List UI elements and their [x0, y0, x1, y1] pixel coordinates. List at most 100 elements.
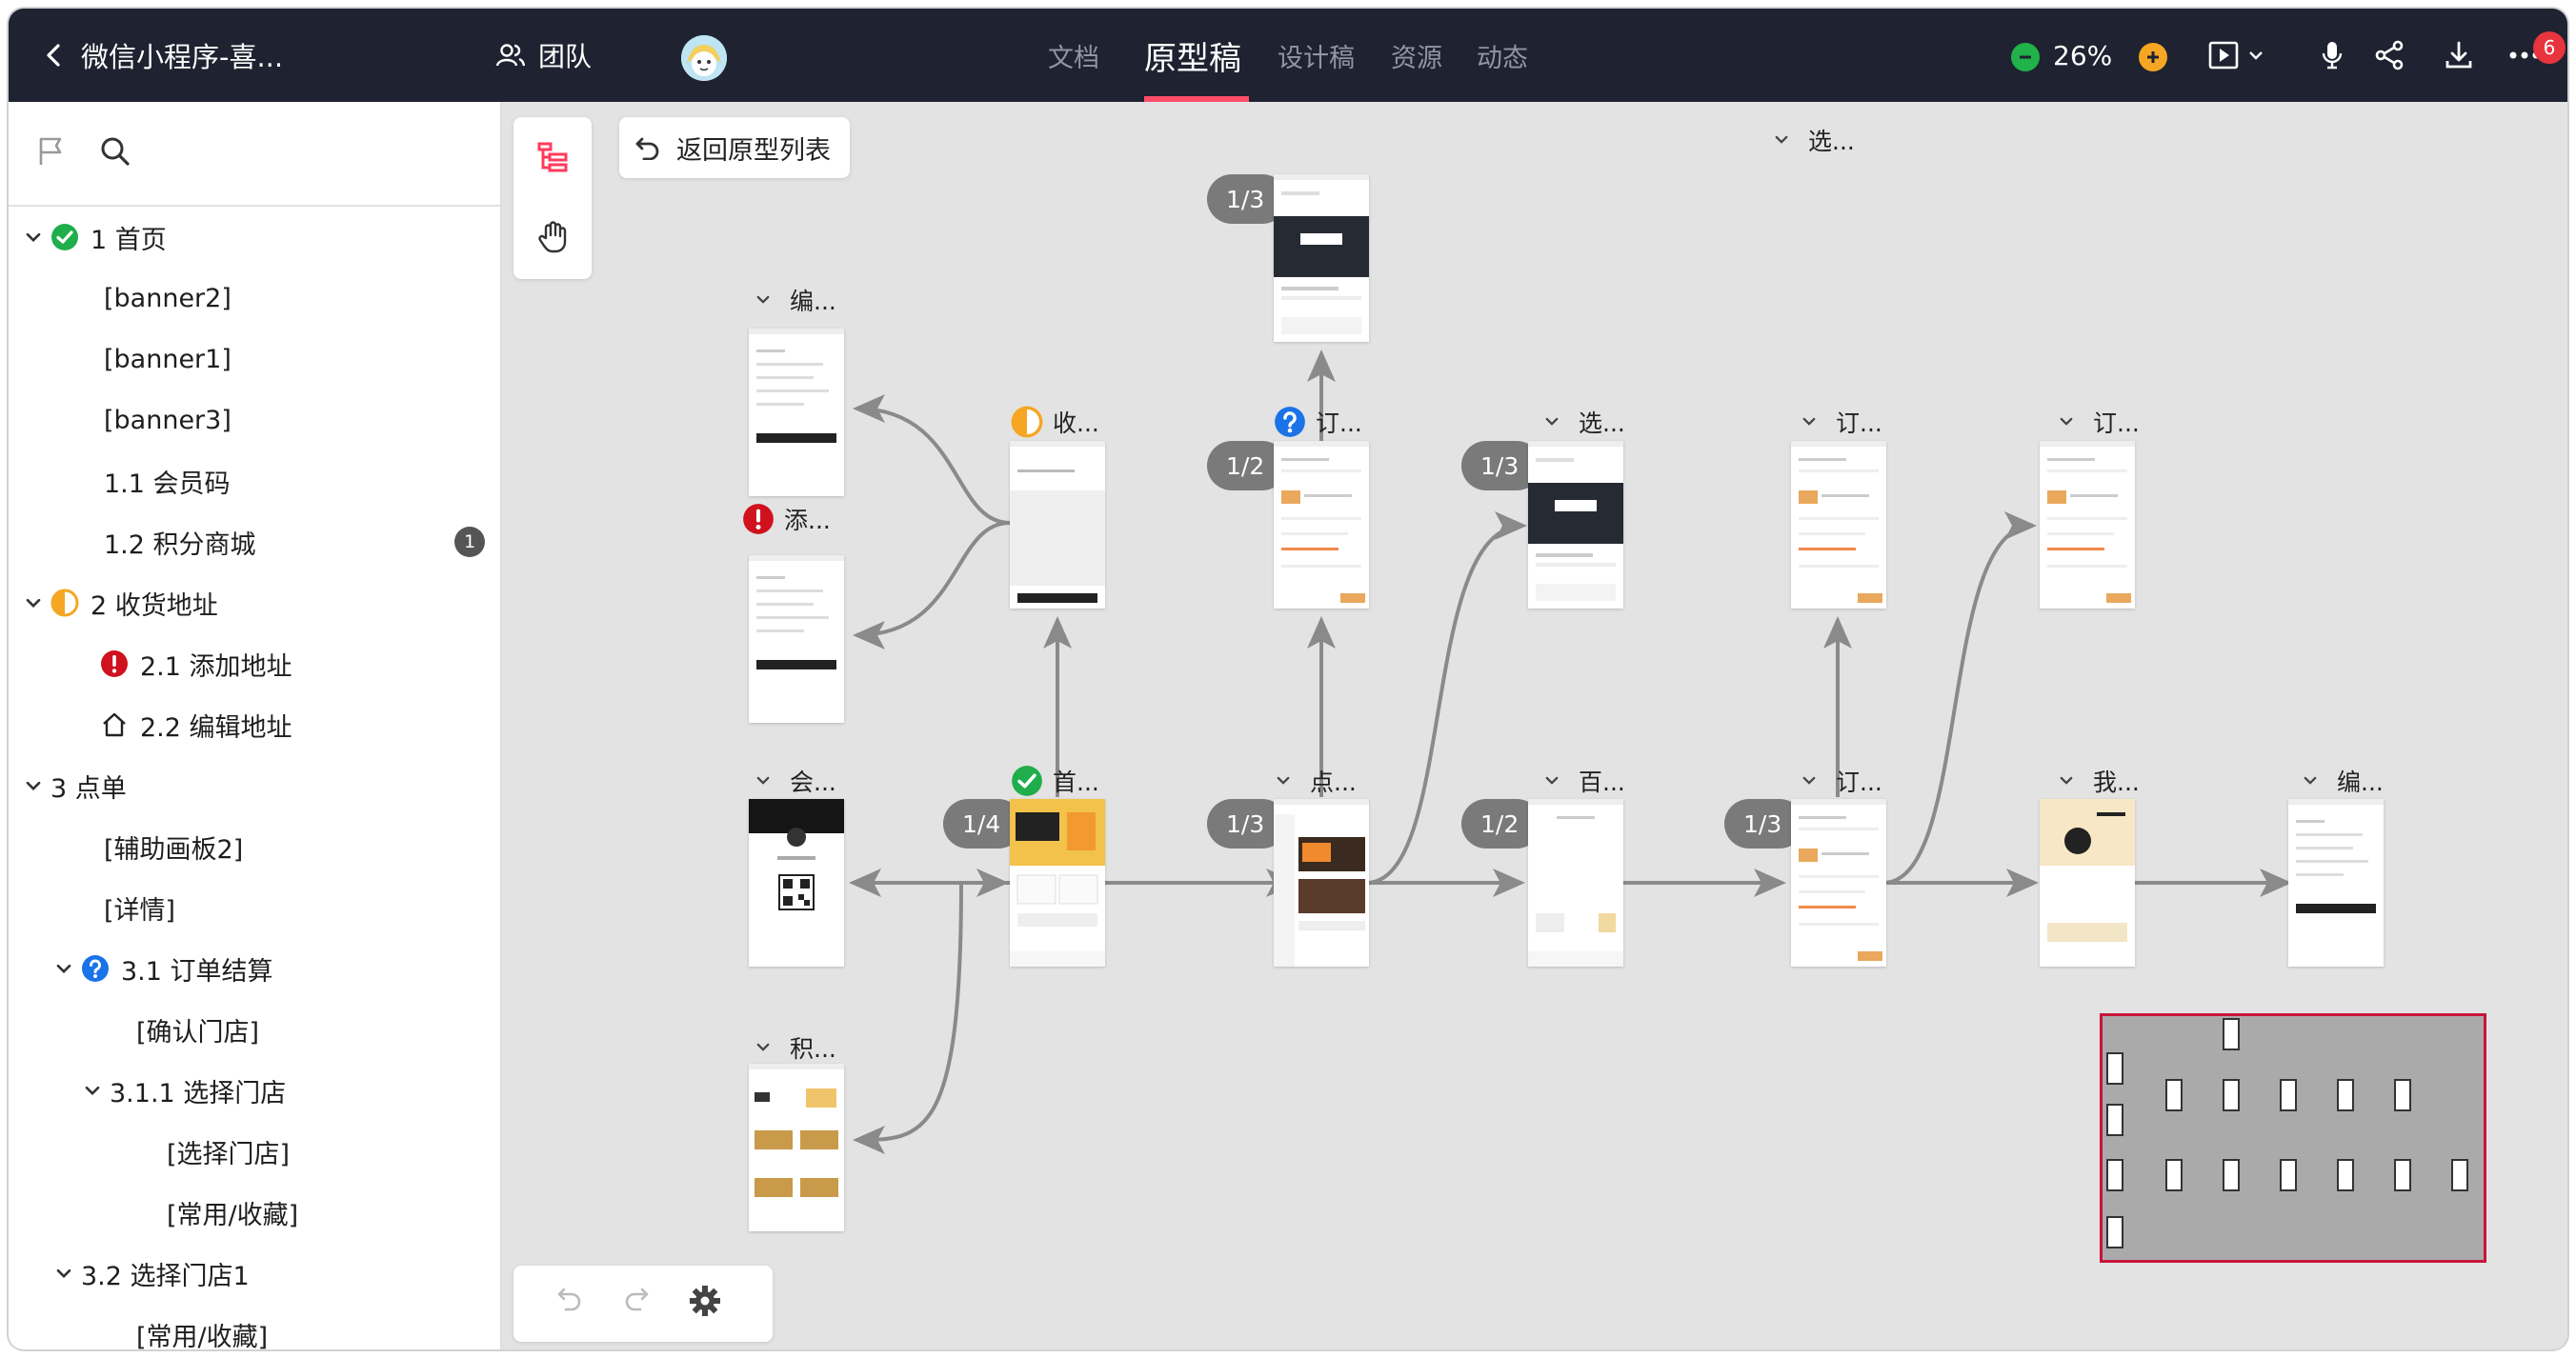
page-node-label[interactable]: 收... — [1011, 405, 1099, 439]
chevron-down-icon[interactable] — [52, 964, 75, 973]
chevron-down-icon[interactable] — [754, 295, 773, 305]
page-node-label[interactable]: 选... — [1772, 123, 1855, 157]
chevron-down-icon[interactable] — [1800, 417, 1819, 427]
tree-item[interactable]: [详情] — [9, 877, 500, 938]
tree-item[interactable]: [常用/收藏] — [9, 1182, 500, 1243]
settings-button[interactable] — [689, 1285, 721, 1321]
page-node-label[interactable]: 会... — [754, 764, 836, 798]
back-to-prototype-list-button[interactable]: 返回原型列表 — [619, 117, 850, 178]
tab-resources[interactable]: 资源 — [1391, 43, 1442, 73]
chevron-down-icon[interactable] — [22, 232, 45, 242]
tree-item[interactable]: [选择门店] — [9, 1121, 500, 1182]
chevron-down-icon[interactable] — [2057, 776, 2076, 786]
page-node-label[interactable]: 订... — [2057, 405, 2140, 439]
page-thumbnail[interactable] — [749, 1064, 844, 1231]
back-button[interactable] — [30, 9, 77, 102]
page-thumbnail[interactable] — [1528, 441, 1623, 609]
page-thumbnail[interactable] — [1274, 441, 1369, 609]
chevron-down-icon[interactable] — [2301, 776, 2320, 786]
tree-item-label: [banner1] — [104, 344, 231, 374]
tree-item[interactable]: [辅助画板2] — [9, 816, 500, 877]
chevron-down-icon[interactable] — [1542, 776, 1561, 786]
page-node-label[interactable]: 订... — [1800, 764, 1882, 798]
chevron-down-icon[interactable] — [1274, 776, 1293, 786]
canvas-minimap[interactable] — [2100, 1013, 2486, 1263]
mic-button[interactable] — [2308, 9, 2356, 102]
page-thumbnail[interactable] — [1791, 799, 1886, 967]
tree-item[interactable]: [确认门店] — [9, 999, 500, 1060]
tab-docs[interactable]: 文档 — [1048, 43, 1099, 73]
page-node-label[interactable]: 订... — [1800, 405, 1882, 439]
page-thumbnail[interactable] — [1010, 441, 1105, 609]
question-circle-icon — [1274, 406, 1306, 438]
page-node-label[interactable]: 添... — [742, 502, 831, 536]
tree-item[interactable]: 1 首页 — [9, 207, 500, 268]
tree-item[interactable]: 3.2 选择门店1 — [9, 1243, 500, 1304]
page-thumbnail[interactable] — [1010, 799, 1105, 967]
chevron-down-icon[interactable] — [1542, 417, 1561, 427]
tree-item[interactable]: [banner2] — [9, 268, 500, 329]
redo-button[interactable] — [622, 1285, 651, 1317]
chevron-down-icon[interactable] — [1772, 135, 1791, 145]
tree-item[interactable]: 3.1.1 选择门店 — [9, 1060, 500, 1121]
tree-item[interactable]: 2.2 编辑地址 — [9, 694, 500, 755]
page-node-label[interactable]: 点... — [1274, 764, 1357, 798]
tree-item[interactable]: 1.1 会员码 — [9, 450, 500, 511]
tree-item[interactable]: 3 点单 — [9, 755, 500, 816]
chevron-down-icon[interactable] — [22, 781, 45, 790]
share-button[interactable] — [2366, 9, 2414, 102]
tree-item[interactable]: 3.1 订单结算 — [9, 938, 500, 999]
page-thumbnail[interactable] — [749, 329, 844, 496]
chevron-down-icon[interactable] — [2057, 417, 2076, 427]
tree-item[interactable]: [banner1] — [9, 329, 500, 389]
zoom-in-button[interactable] — [2139, 43, 2167, 71]
chevron-down-icon[interactable] — [22, 598, 45, 608]
download-button[interactable] — [2435, 9, 2483, 102]
page-node-title: 首... — [1053, 769, 1099, 796]
page-node-label[interactable]: 编... — [754, 283, 836, 317]
tab-activity[interactable]: 动态 — [1477, 43, 1528, 73]
search-button[interactable] — [100, 136, 131, 170]
page-node-label[interactable]: 首... — [1011, 764, 1099, 798]
page-node-label[interactable]: 选... — [1542, 405, 1625, 439]
variant-pager[interactable]: 1/3 — [1461, 441, 1541, 490]
preview-play-button[interactable] — [2200, 9, 2272, 102]
chevron-down-icon[interactable] — [754, 1043, 773, 1052]
user-avatar[interactable] — [681, 35, 727, 81]
page-thumbnail[interactable] — [749, 555, 844, 723]
tree-item-label: [常用/收藏] — [136, 1322, 269, 1350]
page-node-label[interactable]: 积... — [754, 1030, 836, 1065]
chevron-down-icon[interactable] — [1800, 776, 1819, 786]
undo-button[interactable] — [555, 1285, 584, 1317]
chevron-down-icon[interactable] — [754, 776, 773, 786]
page-thumbnail[interactable] — [2040, 441, 2135, 609]
page-node-label[interactable]: 我... — [2057, 764, 2140, 798]
page-thumbnail[interactable] — [749, 799, 844, 967]
page-node-label[interactable]: 订... — [1274, 405, 1362, 439]
tree-item[interactable]: [常用/收藏] — [9, 1304, 500, 1350]
tab-prototype[interactable]: 原型稿 — [1144, 39, 1241, 78]
zoom-out-button[interactable] — [2011, 43, 2040, 71]
tab-design[interactable]: 设计稿 — [1278, 43, 1355, 73]
chevron-down-icon[interactable] — [52, 1268, 75, 1278]
flow-layout-tool[interactable] — [513, 117, 592, 197]
tree-item-label: 3 点单 — [50, 773, 127, 804]
tree-item[interactable]: [banner3] — [9, 389, 500, 450]
page-thumbnail[interactable] — [2040, 799, 2135, 967]
flag-filter-button[interactable] — [37, 136, 66, 170]
chevron-down-icon[interactable] — [81, 1086, 104, 1095]
page-thumbnail[interactable] — [1274, 174, 1369, 342]
page-thumbnail[interactable] — [1528, 799, 1623, 967]
hand-pan-tool[interactable] — [513, 197, 592, 277]
page-node-label[interactable]: 编... — [2301, 764, 2384, 798]
page-thumbnail[interactable] — [1274, 799, 1369, 967]
tree-item[interactable]: 2.1 添加地址 — [9, 633, 500, 694]
team-button[interactable]: 团队 — [496, 9, 592, 102]
tree-item[interactable]: 2 收货地址 — [9, 572, 500, 633]
page-node-label[interactable]: 百... — [1542, 764, 1625, 798]
tree-item-label: 2.2 编辑地址 — [140, 712, 292, 743]
page-thumbnail[interactable] — [2288, 799, 2384, 967]
page-thumbnail[interactable] — [1791, 441, 1886, 609]
